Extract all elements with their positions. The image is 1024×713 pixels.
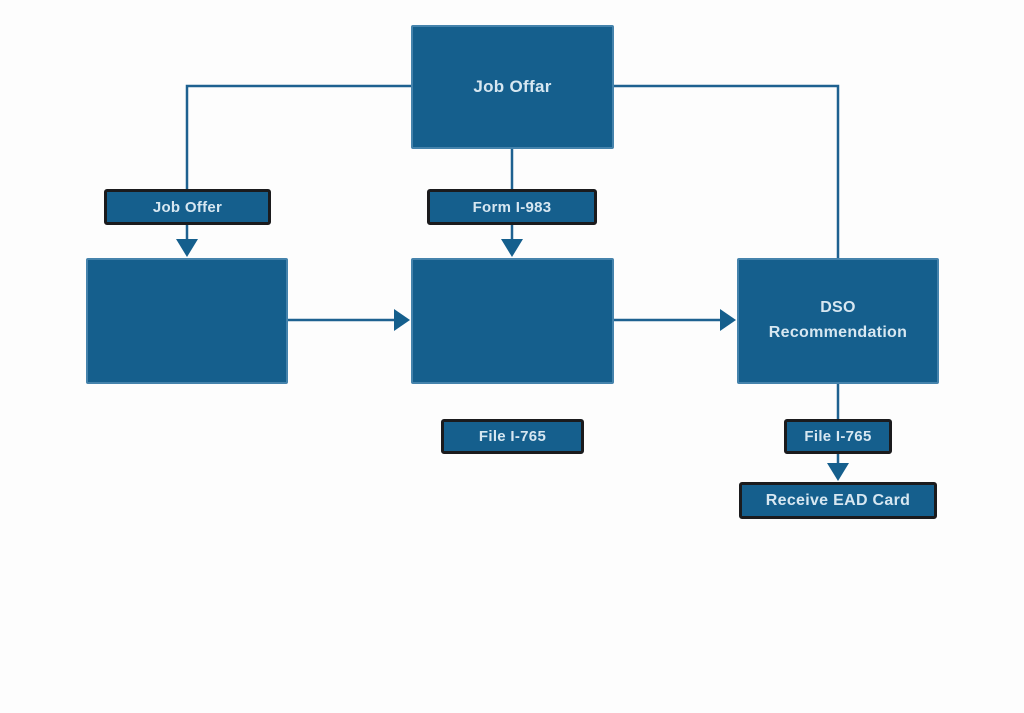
node-receive-ead-card: Receive EAD Card xyxy=(739,482,937,519)
tag-form-i983: Form I-983 xyxy=(427,189,597,225)
arrowhead-into-receive-box xyxy=(827,463,849,481)
arrowhead-into-center-box xyxy=(501,239,523,257)
tag-form-i983-label: Form I-983 xyxy=(472,198,552,216)
node-left-step xyxy=(86,258,288,384)
tag-file-i765-center: File I-765 xyxy=(441,419,584,454)
node-job-offer-top-label: Job Offar xyxy=(473,77,552,96)
tag-job-offer-label: Job Offer xyxy=(152,198,223,216)
node-job-offer-top: Job Offar xyxy=(411,25,614,149)
tag-job-offer: Job Offer xyxy=(104,189,271,225)
arrowhead-into-left-box xyxy=(176,239,198,257)
connector-top-to-dso-elbow xyxy=(613,84,840,258)
node-dso-recommendation: DSO Recommendation xyxy=(737,258,939,384)
tag-file-i765-center-label: File I-765 xyxy=(478,428,547,445)
arrowhead-into-dso-box xyxy=(720,309,736,331)
arrowhead-into-center-box-left xyxy=(394,309,410,331)
node-dso-recommendation-label: DSO Recommendation xyxy=(768,299,908,341)
tag-file-i765-right-label: File I-765 xyxy=(804,428,872,445)
node-center-step xyxy=(411,258,614,384)
connector-top-to-left-elbow xyxy=(185,84,411,240)
tag-file-i765-right: File I-765 xyxy=(784,419,892,454)
node-receive-ead-card-label: Receive EAD Card xyxy=(765,491,911,509)
